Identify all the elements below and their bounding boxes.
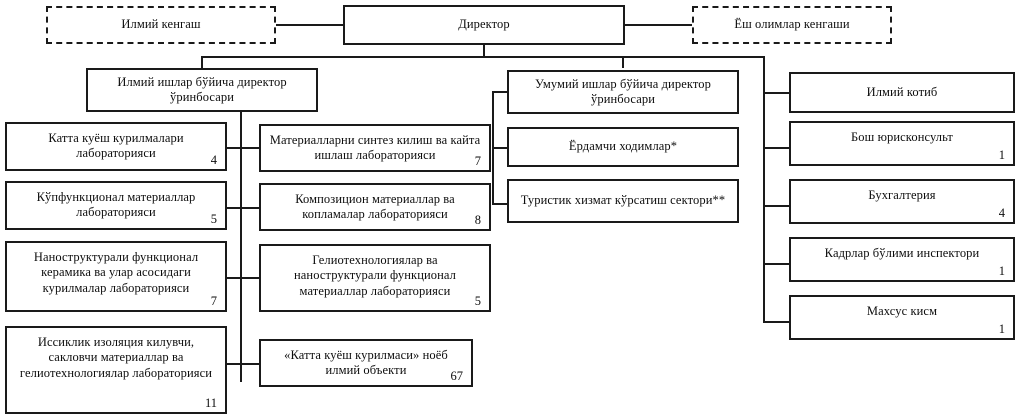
node-lab-left-1[interactable]: Катта куёш курилмалари лабораторияси 4 [5, 122, 227, 171]
connector-science-to-left-3 [227, 277, 241, 279]
connector-bus-to-right-trunk [763, 56, 765, 322]
connector-science-to-left-4 [227, 363, 241, 365]
node-label: Иссиклик изоляция килувчи, сакловчи мате… [19, 335, 213, 380]
connector-director-to-right-council [623, 24, 693, 26]
node-label: Гелиотехнологиялар ва наноструктурали фу… [293, 253, 457, 298]
connector-right-trunk-to-3 [763, 205, 789, 207]
node-count: 4 [998, 206, 1005, 221]
node-count: 1 [998, 322, 1005, 337]
node-label: Туристик хизмат кўрсатиш сектори** [520, 193, 726, 208]
connector-bus-to-science-deputy [201, 56, 203, 68]
node-right-4[interactable]: Кадрлар бўлими инспектори 1 [789, 237, 1015, 282]
node-label: Илмий кенгаш [121, 17, 201, 32]
node-young-scientists-council[interactable]: Ёш олимлар кенгаши [692, 6, 892, 44]
node-label: Директор [458, 17, 510, 32]
node-lab-second-3[interactable]: Гелиотехнологиялар ва наноструктурали фу… [259, 244, 491, 312]
node-lab-left-4[interactable]: Иссиклик изоляция килувчи, сакловчи мате… [5, 326, 227, 414]
node-right-5[interactable]: Махсус кисм 1 [789, 295, 1015, 340]
node-director[interactable]: Директор [343, 5, 625, 45]
node-label: Наноструктурали функционал керамика ва у… [33, 250, 199, 295]
node-label: Илмий котиб [866, 84, 938, 99]
connector-science-trunk [240, 112, 242, 382]
node-label: Умумий ишлар бўйича директор ўринбосари [535, 76, 711, 106]
node-lab-second-1[interactable]: Материалларни синтез килиш ва кайта ишла… [259, 124, 491, 172]
connector-right-trunk-to-4 [763, 263, 789, 265]
node-label: Илмий ишлар бўйича директор ўринбосари [117, 74, 287, 104]
node-count: 5 [210, 212, 217, 227]
node-count: 11 [204, 396, 217, 411]
connector-science-to-left-2 [227, 207, 241, 209]
connector-right-trunk-to-5 [763, 321, 789, 323]
node-label: Материалларни синтез килиш ва кайта ишла… [269, 133, 481, 163]
node-deputy-general[interactable]: Умумий ишлар бўйича директор ўринбосари [507, 70, 739, 114]
node-lab-left-2[interactable]: Кўпфункционал материаллар лабораторияси … [5, 181, 227, 230]
node-support-staff[interactable]: Ёрдамчи ходимлар* [507, 127, 739, 167]
node-scientific-council[interactable]: Илмий кенгаш [46, 6, 276, 44]
node-label: Кўпфункционал материаллар лабораторияси [36, 190, 196, 220]
connector-science-to-second-4 [240, 363, 260, 365]
node-right-3[interactable]: Бухгалтерия 4 [789, 179, 1015, 224]
connector-right-trunk-to-2 [763, 147, 789, 149]
connector-general-to-middle-1 [492, 91, 508, 93]
connector-science-to-second-1 [240, 147, 260, 149]
connector-bus-to-general-deputy [622, 56, 624, 68]
node-right-2[interactable]: Бош юрисконсульт 1 [789, 121, 1015, 166]
node-label: Махсус кисм [866, 304, 938, 318]
node-label: Бош юрисконсульт [851, 130, 953, 144]
connector-general-to-middle-3 [492, 203, 508, 205]
node-label: Бухгалтерия [868, 188, 936, 202]
node-label: Композицион материаллар ва копламалар ла… [295, 192, 455, 222]
connector-right-trunk-to-1 [763, 92, 789, 94]
node-count: 7 [210, 294, 217, 309]
node-count: 4 [210, 153, 217, 168]
node-label: «Катта куёш курилмаси» ноёб илмий объект… [284, 348, 448, 378]
node-lab-second-4[interactable]: «Катта куёш курилмаси» ноёб илмий объект… [259, 339, 473, 387]
connector-director-to-left-council [275, 24, 345, 26]
connector-science-to-second-3 [240, 277, 260, 279]
node-label: Ёш олимлар кенгаши [734, 17, 850, 32]
node-label: Кадрлар бўлими инспектори [824, 246, 980, 260]
connector-director-down [483, 45, 485, 58]
node-lab-left-3[interactable]: Наноструктурали функционал керамика ва у… [5, 241, 227, 312]
node-tourist-service-sector[interactable]: Туристик хизмат кўрсатиш сектори** [507, 179, 739, 223]
node-label: Ёрдамчи ходимлар* [568, 139, 678, 154]
node-count: 1 [998, 148, 1005, 163]
node-count: 5 [474, 294, 481, 309]
node-count: 67 [450, 369, 464, 384]
connector-general-to-middle-2 [492, 147, 508, 149]
node-count: 8 [474, 213, 481, 228]
connector-science-to-left-1 [227, 147, 241, 149]
node-right-1[interactable]: Илмий котиб [789, 72, 1015, 113]
node-deputy-science[interactable]: Илмий ишлар бўйича директор ўринбосари [86, 68, 318, 112]
connector-science-to-second-2 [240, 207, 260, 209]
node-label: Катта куёш курилмалари лабораторияси [48, 131, 184, 161]
node-lab-second-2[interactable]: Композицион материаллар ва копламалар ла… [259, 183, 491, 231]
node-count: 7 [474, 154, 481, 169]
connector-main-bus [201, 56, 765, 58]
node-count: 1 [998, 264, 1005, 279]
